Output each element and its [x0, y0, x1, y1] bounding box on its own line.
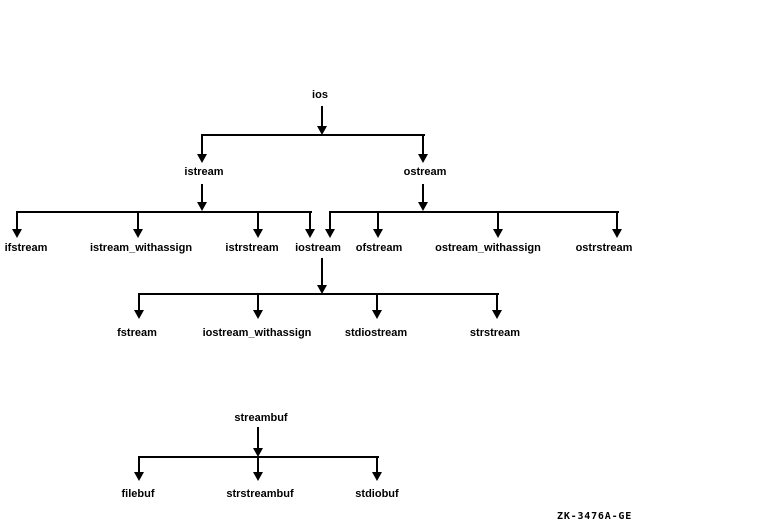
connector-line: [321, 106, 323, 126]
arrowhead-down-icon: [317, 126, 327, 135]
connector-line: [138, 293, 499, 295]
connector-line: [138, 458, 140, 472]
connector-line: [329, 213, 331, 229]
connector-line: [497, 213, 499, 229]
node-istream: istream: [184, 166, 224, 178]
arrowhead-down-icon: [253, 229, 263, 238]
node-streambuf: streambuf: [234, 412, 288, 424]
connector-line: [201, 184, 203, 202]
connector-line: [376, 458, 378, 472]
connector-line: [202, 134, 425, 136]
arrowhead-down-icon: [253, 472, 263, 481]
node-ostrstream: ostrstream: [575, 242, 633, 254]
connector-line: [321, 258, 323, 285]
connector-line: [422, 134, 424, 154]
connector-line: [137, 213, 139, 229]
arrowhead-down-icon: [253, 310, 263, 319]
arrowhead-down-icon: [372, 310, 382, 319]
node-stdiobuf: stdiobuf: [355, 488, 399, 500]
connector-line: [377, 213, 379, 229]
connector-line: [257, 458, 259, 472]
connector-line: [376, 295, 378, 310]
node-strstream: strstream: [469, 327, 521, 339]
arrowhead-down-icon: [612, 229, 622, 238]
arrowhead-down-icon: [305, 229, 315, 238]
connector-line: [138, 456, 379, 458]
node-stdiostream: stdiostream: [344, 327, 408, 339]
connector-line: [309, 213, 311, 229]
connector-line: [496, 295, 498, 310]
arrowhead-down-icon: [133, 229, 143, 238]
connector-line: [257, 427, 259, 448]
connector-line: [201, 134, 203, 154]
node-fstream: fstream: [117, 327, 157, 339]
node-ifstream: ifstream: [4, 242, 48, 254]
arrowhead-down-icon: [418, 202, 428, 211]
node-istrstream: istrstream: [225, 242, 279, 254]
node-strstreambuf: strstreambuf: [226, 488, 294, 500]
connector-line: [16, 213, 18, 229]
node-iostream: iostream: [295, 242, 341, 254]
node-ofstream: ofstream: [355, 242, 403, 254]
arrowhead-down-icon: [492, 310, 502, 319]
figure-id-caption: ZK-3476A-GE: [557, 511, 633, 522]
arrowhead-down-icon: [373, 229, 383, 238]
connector-line: [422, 184, 424, 202]
connector-line: [329, 211, 619, 213]
connector-line: [138, 295, 140, 310]
connector-line: [257, 295, 259, 310]
node-filebuf: filebuf: [121, 488, 155, 500]
node-ostream-withassign: ostream_withassign: [435, 242, 541, 254]
arrowhead-down-icon: [253, 448, 263, 457]
arrowhead-down-icon: [493, 229, 503, 238]
arrowhead-down-icon: [372, 472, 382, 481]
arrowhead-down-icon: [197, 154, 207, 163]
arrowhead-down-icon: [134, 310, 144, 319]
node-istream-withassign: istream_withassign: [89, 242, 193, 254]
arrowhead-down-icon: [325, 229, 335, 238]
connector-line: [616, 213, 618, 229]
arrowhead-down-icon: [197, 202, 207, 211]
node-ios: ios: [312, 89, 328, 101]
arrowhead-down-icon: [418, 154, 428, 163]
arrowhead-down-icon: [317, 285, 327, 294]
connector-line: [257, 213, 259, 229]
node-iostream-withassign: iostream_withassign: [202, 327, 312, 339]
arrowhead-down-icon: [134, 472, 144, 481]
connector-line: [16, 211, 312, 213]
arrowhead-down-icon: [12, 229, 22, 238]
node-ostream: ostream: [403, 166, 447, 178]
